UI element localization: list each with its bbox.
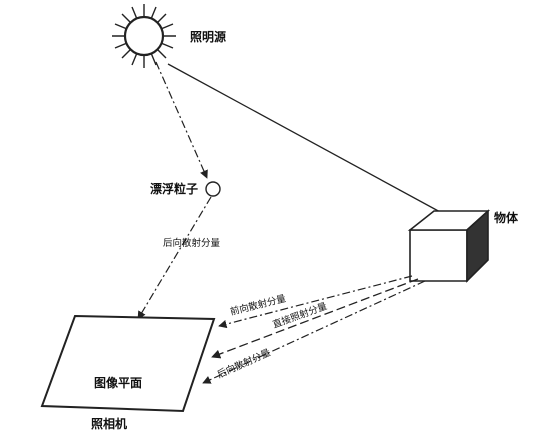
object-cube-icon — [407, 209, 491, 283]
image-plane-label: 图像平面 — [94, 375, 142, 390]
particle-backscatter-line — [137, 196, 212, 320]
object-label: 物体 — [494, 210, 519, 225]
object-backscatter-label: 后向散射分量 — [215, 346, 272, 380]
particle-backscatter-label: 后向散射分量 — [163, 237, 221, 249]
illumination-line-to-particle — [155, 61, 208, 179]
floating-particle-label: 漂浮粒子 — [150, 181, 198, 196]
light-source-sun-icon — [112, 4, 176, 68]
camera-label: 照相机 — [91, 416, 127, 431]
illumination-line-to-object — [167, 63, 443, 214]
forward-scatter-label: 前向散射分量 — [229, 292, 288, 318]
floating-particle-icon — [205, 181, 221, 197]
direct-component-line — [211, 278, 419, 359]
image-plane — [40, 314, 216, 413]
forward-scatter-line — [218, 275, 413, 329]
light-source-label: 照明源 — [190, 29, 226, 44]
object-backscatter-line — [202, 280, 426, 384]
